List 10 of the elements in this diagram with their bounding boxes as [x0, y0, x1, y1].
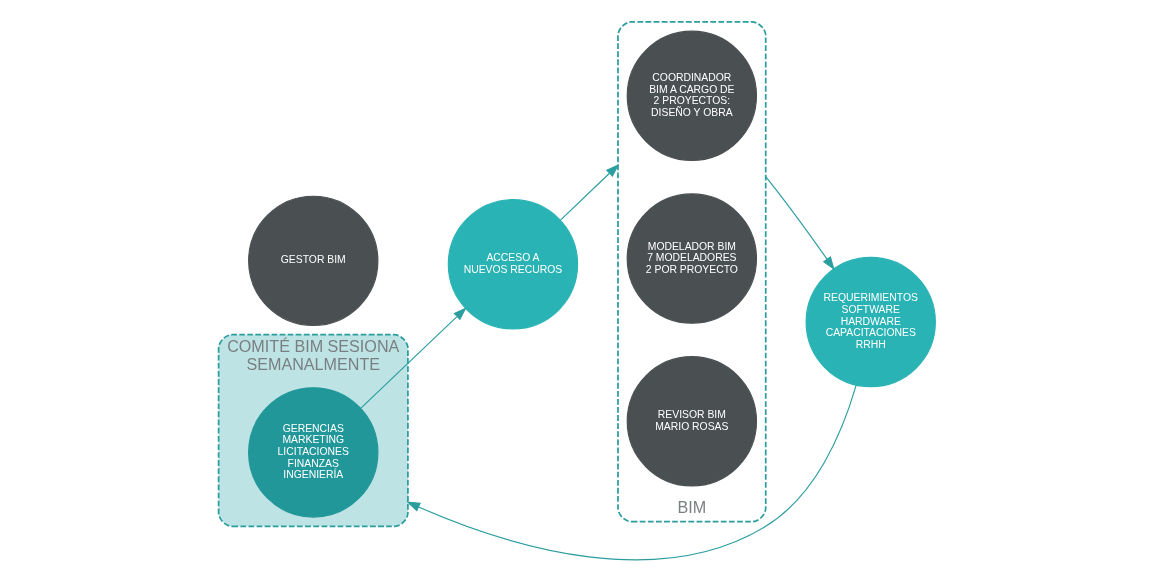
node-circle: REVISOR BIM MARIO ROSAS	[626, 356, 757, 487]
arrow	[405, 384, 857, 561]
node-circle: ACCESO A NUEVOS RECUROS	[447, 199, 578, 330]
arrow	[359, 307, 467, 409]
node-circle: GERENCIAS MARKETING LICITACIONES FINANZAS INGENIERÍA	[247, 387, 378, 518]
node-circle: MODELADOR BIM 7 MODELADORES 2 POR PROYECTO	[626, 193, 757, 324]
node-circle: GESTOR BIM	[247, 195, 378, 327]
node-circle: COORDINADOR BIM A CARGO DE 2 PROYECTOS: DISEÑO Y OBRA	[626, 30, 757, 161]
arrow	[764, 176, 835, 271]
arrow	[559, 164, 619, 221]
